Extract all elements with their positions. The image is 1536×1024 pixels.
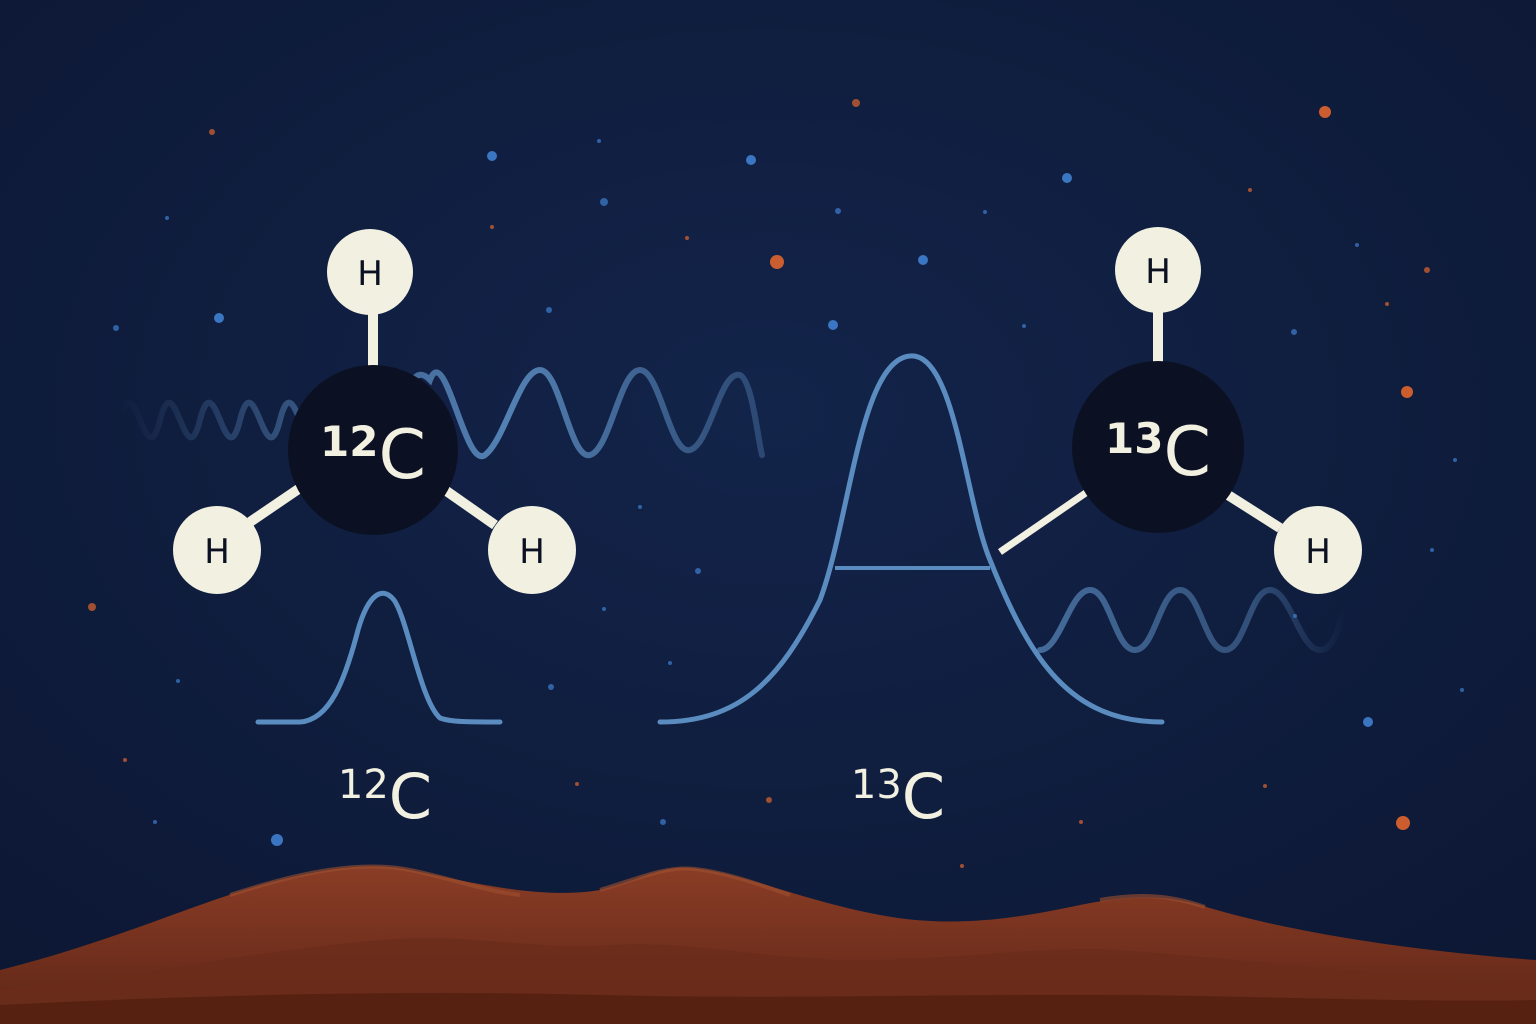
star-dot xyxy=(918,255,928,265)
star-dot xyxy=(1022,324,1026,328)
star-dot xyxy=(487,151,497,161)
star-dot xyxy=(546,307,552,313)
ridge-highlight xyxy=(1099,893,1206,909)
star-dot xyxy=(214,313,224,323)
star-dot xyxy=(88,603,96,611)
star-dot xyxy=(660,819,666,825)
carbon-symbol: C xyxy=(378,416,425,495)
terrain-foreground xyxy=(0,993,1536,1024)
carbon-mass-number: 12 xyxy=(320,417,378,466)
star-dot xyxy=(113,325,119,331)
star-dot xyxy=(1385,302,1389,306)
star-dot xyxy=(1424,267,1430,273)
hydrogen-label: H xyxy=(357,254,383,294)
hydrogen-label: H xyxy=(1305,532,1331,572)
molecule-13c: 13C H H xyxy=(998,227,1362,594)
hydrogen-atom-right xyxy=(1274,506,1362,594)
carbon-symbol: C xyxy=(1163,413,1210,492)
peak-12c xyxy=(255,590,503,725)
star-dot xyxy=(695,568,701,574)
star-dot xyxy=(176,679,180,683)
isotope-mass-number: 13 xyxy=(851,762,902,808)
isotope-mass-number: 12 xyxy=(338,762,389,808)
star-dot xyxy=(1079,820,1083,824)
hydrogen-atom-top xyxy=(327,229,413,315)
star-dot xyxy=(770,255,784,269)
star-field xyxy=(88,99,1464,868)
star-dot xyxy=(1062,173,1072,183)
hydrogen-atom-top xyxy=(1115,227,1201,313)
bond-right xyxy=(1225,490,1283,533)
star-dot xyxy=(597,139,601,143)
star-dot xyxy=(1430,548,1434,552)
star-dot xyxy=(1401,386,1413,398)
star-dot xyxy=(1291,329,1297,335)
star-dot xyxy=(746,155,756,165)
carbon-atom xyxy=(1072,361,1244,533)
peak-13c xyxy=(657,353,1165,725)
star-dot xyxy=(575,782,579,786)
hydrogen-atom-left xyxy=(173,506,261,594)
star-dot xyxy=(602,607,606,611)
star-dot xyxy=(638,505,642,509)
star-dot xyxy=(766,797,772,803)
hydrogen-label: H xyxy=(1145,252,1171,292)
star-dot xyxy=(1263,784,1267,788)
carbon-atom-label: 12C xyxy=(320,416,426,495)
bond-left-long xyxy=(998,487,1092,555)
star-dot xyxy=(685,236,689,240)
star-dot xyxy=(209,129,215,135)
star-dot xyxy=(490,225,494,229)
carbon-atom xyxy=(288,365,458,535)
hydrogen-label: H xyxy=(204,532,230,572)
star-dot xyxy=(123,758,127,762)
hydrogen-label: H xyxy=(519,532,545,572)
star-dot xyxy=(835,208,841,214)
star-dot xyxy=(1396,816,1410,830)
star-dot xyxy=(1355,243,1359,247)
wave-right xyxy=(1037,586,1348,654)
isotope-label-12c: 12C xyxy=(338,760,432,833)
star-dot xyxy=(153,820,157,824)
star-dot xyxy=(1460,688,1464,692)
isotope-symbol: C xyxy=(902,760,945,833)
carbon-atom-label: 13C xyxy=(1105,413,1211,492)
bond-left xyxy=(247,483,303,527)
star-dot xyxy=(668,661,672,665)
isotope-symbol: C xyxy=(389,760,432,833)
star-dot xyxy=(548,684,554,690)
ridge-highlight xyxy=(599,866,791,897)
star-dot xyxy=(828,320,838,330)
martian-terrain xyxy=(0,864,1536,1024)
carbon-mass-number: 13 xyxy=(1105,414,1163,463)
star-dot xyxy=(1319,106,1331,118)
bond-right xyxy=(442,485,498,530)
star-dot xyxy=(960,864,964,868)
star-dot xyxy=(1363,717,1373,727)
star-dot xyxy=(271,834,283,846)
star-dot xyxy=(165,216,169,220)
star-dot xyxy=(852,99,860,107)
molecule-12c: 12C H H H xyxy=(173,229,576,594)
star-dot xyxy=(600,198,608,206)
star-dot xyxy=(983,210,987,214)
star-dot xyxy=(1248,188,1252,192)
isotope-label-13c: 13C xyxy=(851,760,945,833)
ridge-highlight xyxy=(229,864,521,897)
hydrogen-atom-right xyxy=(488,506,576,594)
star-dot xyxy=(1453,458,1457,462)
